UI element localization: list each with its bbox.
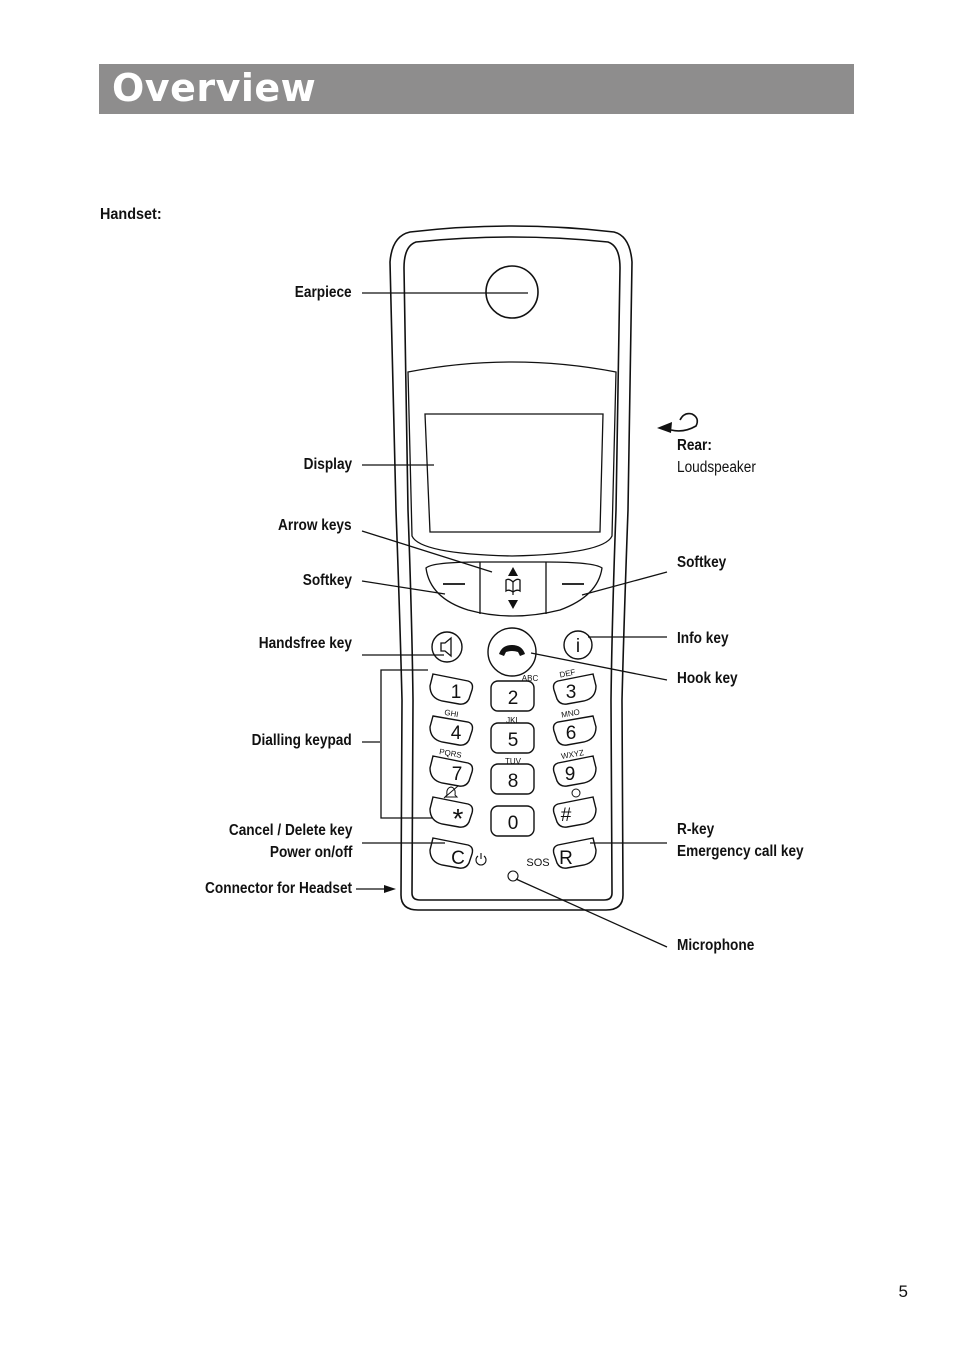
label-rear-title: Rear: — [677, 437, 712, 454]
label-softkey-right: Softkey — [677, 554, 727, 571]
hook-key — [487, 627, 537, 677]
key-0 — [490, 805, 535, 837]
label-rear: Rear: Loudspeaker — [677, 435, 756, 479]
key-4 — [429, 715, 474, 746]
key-3 — [552, 673, 597, 705]
label-softkey-left: Softkey — [302, 572, 352, 589]
label-dialling-keypad: Dialling keypad — [251, 732, 352, 749]
label-r-emergency: R-key Emergency call key — [677, 819, 804, 863]
ringer-off-icon — [443, 785, 459, 799]
handset-body-outline — [389, 225, 633, 911]
connector-arrow-icon — [384, 885, 396, 893]
label-handsfree-key: Handsfree key — [258, 635, 352, 652]
phonebook-icon — [505, 578, 521, 593]
label-microphone: Microphone — [677, 937, 755, 954]
key-7 — [429, 755, 474, 787]
key-hash-digit: # — [561, 805, 572, 826]
key-9 — [552, 755, 597, 787]
key-star-digit: * — [453, 803, 464, 834]
key-r-glyph: R — [559, 848, 573, 869]
key-6 — [552, 715, 597, 746]
label-loudspeaker: Loudspeaker — [677, 459, 756, 476]
arrow-down-icon — [508, 600, 518, 609]
key-3-letters: DEF — [559, 667, 577, 679]
key-1-digit: 1 — [451, 682, 462, 703]
handset-hook-icon — [499, 645, 525, 656]
dialling-keypad — [429, 673, 597, 869]
key-2-digit: 2 — [508, 688, 519, 709]
key-9-digit: 9 — [565, 764, 576, 785]
info-key-glyph: i — [576, 636, 580, 657]
key-5 — [490, 722, 535, 754]
label-cancel-delete-key: Cancel / Delete key — [228, 822, 352, 839]
label-info-key: Info key — [677, 630, 729, 647]
key-6-letters: MNO — [561, 707, 581, 719]
leader-arrow-keys — [361, 530, 493, 573]
page-number: 5 — [898, 1282, 908, 1301]
key-c-glyph: C — [451, 848, 465, 869]
label-emergency-call-key: Emergency call key — [677, 843, 804, 860]
leader-softkey-left — [361, 580, 446, 595]
leader-softkey-right — [581, 571, 668, 596]
key-c — [429, 837, 474, 869]
key-7-letters: PQRS — [438, 747, 462, 760]
key-1 — [429, 673, 474, 705]
label-arrow-keys: Arrow keys — [278, 517, 352, 534]
key-0-digit: 0 — [508, 813, 519, 834]
label-power-on-off: Power on/off — [269, 844, 352, 861]
label-earpiece: Earpiece — [295, 284, 352, 301]
key-9-letters: WXYZ — [560, 748, 584, 761]
key-4-letters: GHI — [444, 708, 460, 719]
key-3-digit: 3 — [566, 682, 577, 703]
speaker-icon — [440, 636, 452, 658]
label-hook-key: Hook key — [677, 670, 738, 687]
key-5-letters: JKL — [506, 716, 520, 725]
arrow-up-icon — [508, 567, 518, 576]
key-6-digit: 6 — [566, 723, 577, 744]
page-title: Overview — [112, 66, 317, 110]
key-hash — [552, 796, 597, 828]
key-star — [429, 796, 474, 828]
display-bezel — [407, 361, 617, 557]
leader-microphone — [515, 878, 668, 948]
rear-arrow-icon — [670, 412, 699, 432]
leader-hook-key — [530, 652, 668, 681]
earpiece-icon — [485, 265, 539, 319]
section-label: Handset: — [100, 206, 162, 223]
handsfree-key — [431, 631, 463, 663]
key-7-digit: 7 — [452, 764, 463, 785]
key-2 — [490, 680, 535, 712]
key-5-digit: 5 — [508, 730, 519, 751]
key-8-digit: 8 — [508, 771, 519, 792]
key-8-letters: TUV — [505, 757, 522, 766]
label-display: Display — [303, 456, 352, 473]
key-r — [552, 837, 597, 869]
key-4-digit: 4 — [451, 723, 462, 744]
label-cancel-power: Cancel / Delete key Power on/off — [228, 820, 352, 864]
key-2-letters: ABC — [522, 674, 539, 683]
keypad-bracket — [380, 669, 432, 819]
microphone-icon — [507, 870, 519, 882]
label-r-key: R-key — [677, 821, 715, 838]
handset-body-inner — [403, 236, 621, 901]
title-bar: Overview — [99, 64, 854, 114]
power-icon — [475, 853, 487, 866]
key-lock-icon — [571, 788, 581, 798]
sos-label: SOS — [526, 857, 549, 869]
info-key — [563, 630, 593, 660]
display-screen — [424, 413, 604, 533]
label-connector-headset: Connector for Headset — [204, 880, 352, 897]
key-8 — [490, 763, 535, 795]
